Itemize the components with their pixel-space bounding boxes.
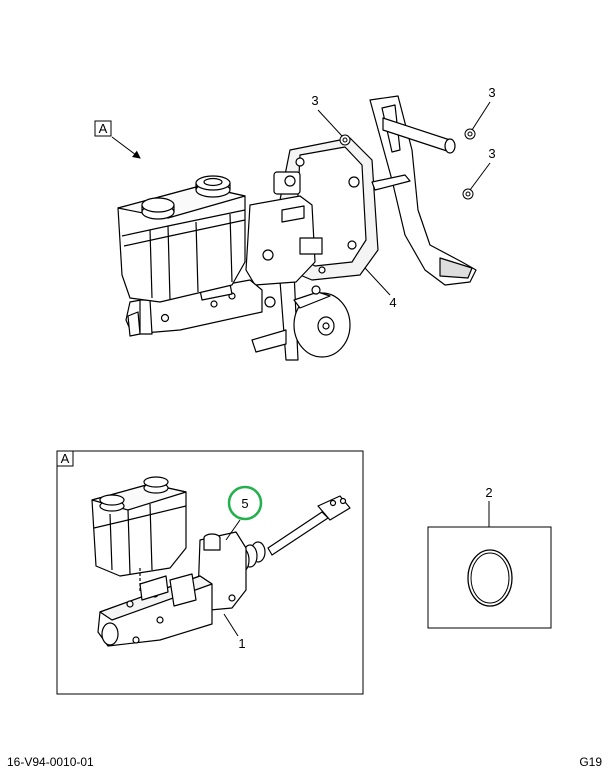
callout-5: 5	[225, 485, 263, 541]
callout-3b: 3	[471, 85, 496, 131]
callout-4: 4	[364, 267, 397, 310]
svg-text:3: 3	[488, 85, 495, 100]
svg-text:A: A	[99, 121, 108, 136]
callout-1: 1	[223, 613, 246, 651]
callout-3a: 3	[311, 93, 343, 137]
master-cylinder-detail	[91, 476, 351, 647]
seal-ring-detail: 2	[427, 485, 552, 629]
nut-icon	[339, 128, 476, 200]
sheet-number: G19	[579, 755, 602, 769]
svg-text:3: 3	[488, 146, 495, 161]
svg-text:4: 4	[389, 295, 396, 310]
svg-text:2: 2	[485, 485, 492, 500]
detail-a-frame: A	[56, 450, 364, 695]
svg-text:A: A	[61, 451, 70, 466]
callout-3c: 3	[469, 146, 496, 191]
view-a-tag: A	[94, 120, 141, 159]
svg-text:3: 3	[311, 93, 318, 108]
svg-text:1: 1	[238, 636, 245, 651]
svg-text:5: 5	[241, 496, 248, 511]
brake-pedal-assembly	[117, 95, 477, 361]
drawing-number: 16-V94-0010-01	[7, 755, 94, 769]
